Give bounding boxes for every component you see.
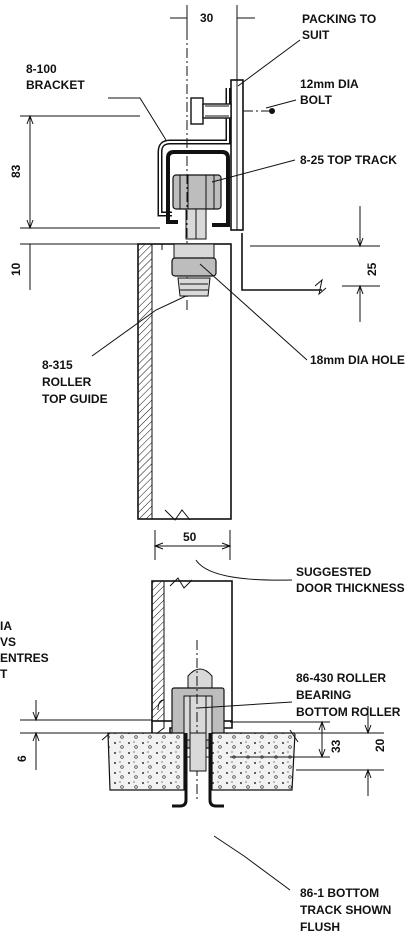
label-bottom-roller-1: 86-430 ROLLER bbox=[296, 671, 386, 685]
label-bracket-1: 8-100 bbox=[26, 62, 57, 76]
top-guide bbox=[171, 243, 217, 297]
dim-gap-top-label: 10 bbox=[9, 262, 23, 276]
label-door-thickness-2: DOOR THICKNESS bbox=[296, 581, 405, 595]
label-bottom-track-3: FLUSH bbox=[300, 920, 340, 934]
wall-surface bbox=[230, 79, 327, 296]
label-packing-2: SUIT bbox=[302, 28, 330, 42]
label-bracket-2: BRACKET bbox=[26, 78, 85, 92]
dim-bracket-height: 83 bbox=[9, 114, 160, 230]
dim-roller-height-label: 33 bbox=[329, 739, 343, 753]
label-bolt-2: BOLT bbox=[300, 93, 332, 107]
dim-top-width-label: 30 bbox=[200, 11, 214, 25]
label-left-cut-3: ENTRES bbox=[0, 651, 49, 665]
label-bolt-1: 12mm DIA bbox=[300, 77, 359, 91]
label-hole: 18mm DIA HOLE bbox=[310, 353, 405, 367]
label-top-track: 8-25 TOP TRACK bbox=[300, 153, 397, 167]
label-bottom-roller-2: BEARING bbox=[296, 688, 351, 702]
dim-top-width: 30 bbox=[170, 5, 255, 80]
label-bottom-roller-3: BOTTOM ROLLER bbox=[296, 705, 401, 719]
floor-concrete bbox=[101, 729, 299, 791]
leaders-top bbox=[91, 39, 308, 361]
label-top-guide-2: ROLLER bbox=[42, 375, 92, 389]
dim-gap-top: 10 bbox=[9, 210, 138, 290]
label-door-thickness-1: SUGGESTED bbox=[296, 565, 372, 579]
label-left-cut-2: VS bbox=[0, 635, 16, 649]
label-top-guide-1: 8-315 bbox=[42, 358, 73, 372]
dim-track-drop-label: 25 bbox=[365, 262, 379, 276]
dim-roller-height: 33 bbox=[230, 720, 343, 759]
dim-track-depth-label: 20 bbox=[373, 738, 387, 752]
top-track bbox=[166, 150, 230, 227]
door-top bbox=[137, 243, 232, 521]
dim-bracket-height-label: 83 bbox=[9, 164, 23, 178]
label-left-cut-1: IA bbox=[0, 619, 12, 633]
label-left-cut-4: T bbox=[0, 667, 8, 681]
dim-track-drop: 25 bbox=[250, 206, 380, 322]
dim-floor-gap: 6 bbox=[15, 700, 152, 770]
bolt bbox=[190, 97, 275, 125]
label-bottom-track-1: 86-1 BOTTOM bbox=[300, 886, 379, 900]
label-top-guide-3: TOP GUIDE bbox=[42, 392, 108, 406]
bottom-track bbox=[172, 732, 224, 808]
dim-door-width-label: 50 bbox=[183, 530, 197, 544]
bracket bbox=[157, 88, 231, 217]
leaders-bottom bbox=[197, 701, 293, 891]
top-roller bbox=[172, 174, 222, 240]
label-bottom-track-2: TRACK SHOWN bbox=[300, 903, 391, 917]
dim-door-width: 50 bbox=[153, 530, 293, 581]
dim-track-depth: 20 bbox=[296, 706, 387, 796]
label-packing-1: PACKING TO bbox=[302, 12, 376, 26]
dim-floor-gap-label: 6 bbox=[15, 755, 29, 762]
